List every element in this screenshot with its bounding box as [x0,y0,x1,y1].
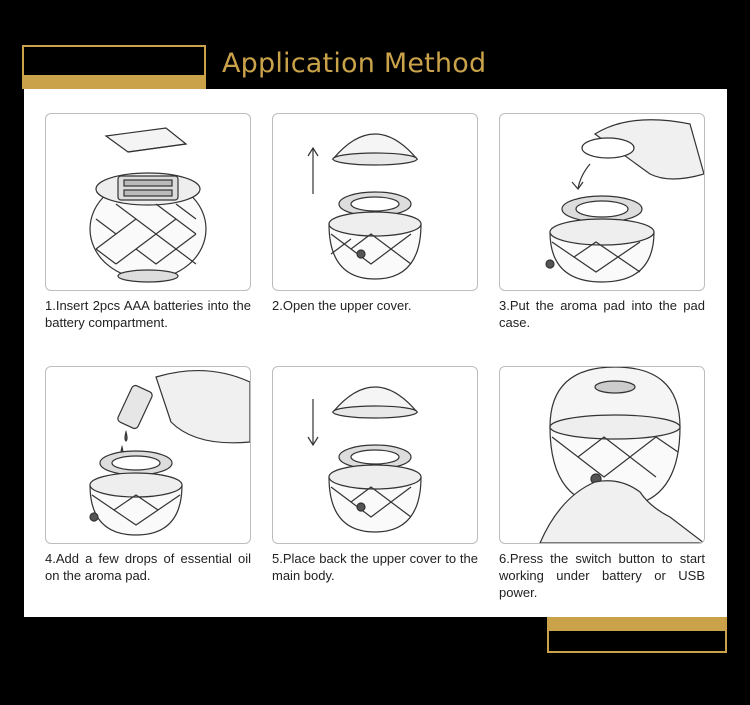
step-1: 1.Insert 2pcs AAA batteries into the bat… [45,113,251,331]
step-5-illustration [272,366,478,544]
step-6: 6.Press the switch button to start worki… [499,366,705,601]
header-divider [204,45,206,89]
page-title: Application Method [222,48,487,79]
step-3: 3.Put the aroma pad into the pad case. [499,113,705,331]
step-2-illustration [272,113,478,291]
step-3-caption: 3.Put the aroma pad into the pad case. [499,298,705,330]
step-4-illustration [45,366,251,544]
footer-frame [547,617,727,653]
step-3-illustration [499,113,705,291]
close-cover-icon [307,386,422,533]
step-1-illustration [45,113,251,291]
step-4-caption: 4.Add a few drops of essential oil on th… [45,551,251,583]
footer-gold-bar [547,617,727,631]
aroma-pad-icon [545,119,704,283]
header-gold-bar [22,75,204,89]
step-1-caption: 1.Insert 2pcs AAA batteries into the bat… [45,298,251,330]
step-5-caption: 5.Place back the upper cover to the main… [272,551,478,583]
step-5: 5.Place back the upper cover to the main… [272,366,478,584]
open-cover-icon [307,133,422,280]
step-2-caption: 2.Open the upper cover. [272,298,412,313]
step-2: 2.Open the upper cover. [272,113,478,314]
battery-insert-icon [89,127,207,283]
step-6-illustration [499,366,705,544]
step-6-caption: 6.Press the switch button to start worki… [499,551,705,600]
oil-drops-icon [89,370,250,536]
step-4: 4.Add a few drops of essential oil on th… [45,366,251,584]
switch-button-icon [539,367,704,543]
